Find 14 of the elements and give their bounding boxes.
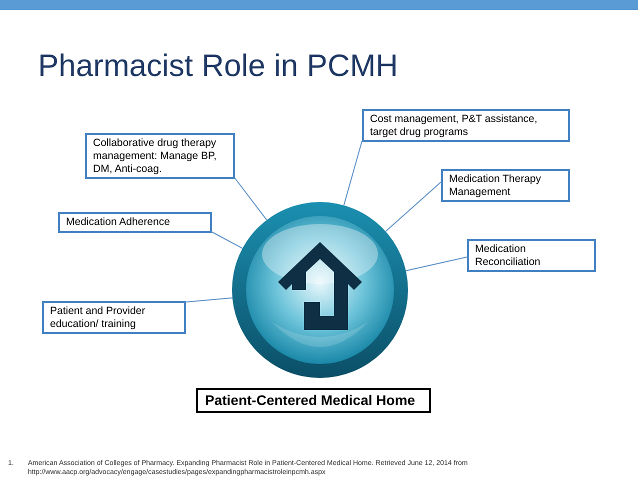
caption-box: Patient-Centered Medical Home [196,388,431,413]
connector-line [343,140,362,206]
role-box: Patient and Provider education/ training [42,301,186,334]
role-box: Medication Therapy Management [441,169,570,202]
role-box: Collaborative drug therapy management: Manage BP, DM, Anti-coag. [85,133,235,179]
role-box: Medication Reconciliation [467,239,596,272]
connector-line [212,232,243,249]
connector-line [234,176,268,220]
role-box: Cost management, P&T assistance, target drug programs [362,109,570,142]
role-box: Medication Adherence [58,212,212,233]
connector-line [405,256,468,272]
slide-title: Pharmacist Role in PCMH [38,50,398,81]
connector-line [385,182,442,232]
connector-line [186,297,233,302]
